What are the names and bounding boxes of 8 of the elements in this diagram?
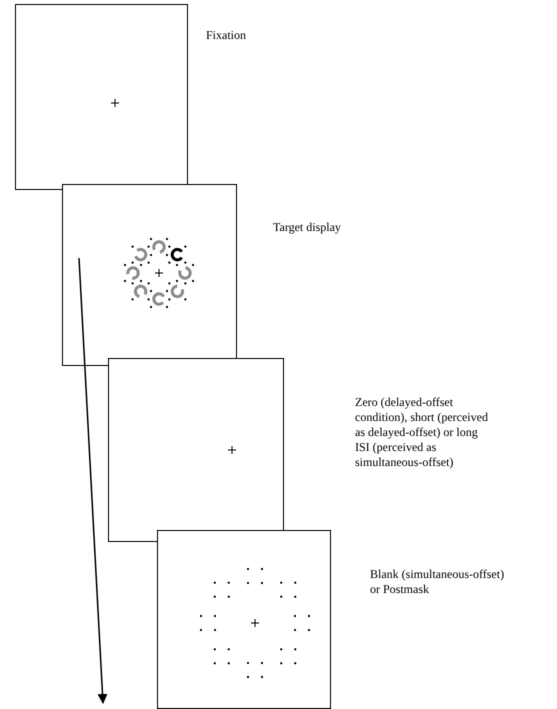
display-frame bbox=[62, 184, 237, 366]
display-frame bbox=[157, 530, 331, 709]
display-frame bbox=[108, 358, 284, 542]
frame-caption: Zero (delayed-offset condition), short (perceived as delayed-offset) or long ISI (perceived as simultaneous-offset) bbox=[355, 395, 489, 470]
frame-caption: Fixation bbox=[206, 28, 248, 43]
frame-caption: Blank (simultaneous-offset) or Postmask bbox=[370, 567, 505, 597]
frame-caption: Target display bbox=[273, 220, 342, 235]
display-frame bbox=[15, 4, 188, 190]
